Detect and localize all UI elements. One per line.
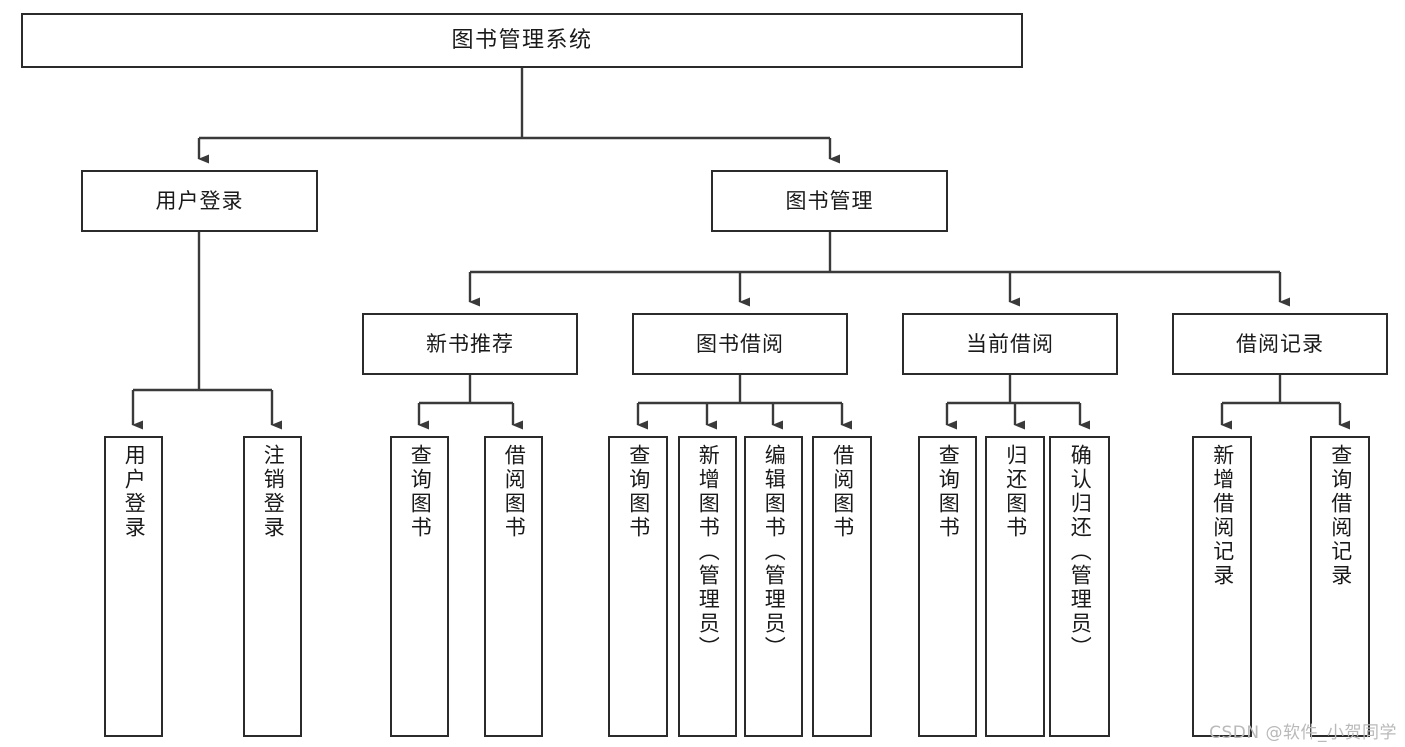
node-label: 新增图书（管理员） bbox=[696, 444, 721, 660]
node-leaf-add-book-admin[interactable]: 新增图书（管理员） bbox=[678, 436, 737, 737]
node-label: 图书借阅 bbox=[696, 331, 784, 356]
node-new-book-recommendation[interactable]: 新书推荐 bbox=[362, 313, 578, 375]
node-leaf-borrow-book-rec[interactable]: 借阅图书 bbox=[484, 436, 543, 737]
node-leaf-query-book-current[interactable]: 查询图书 bbox=[918, 436, 977, 737]
node-borrowing-record[interactable]: 借阅记录 bbox=[1172, 313, 1388, 375]
node-book-management[interactable]: 图书管理 bbox=[711, 170, 948, 232]
node-root-system[interactable]: 图书管理系统 bbox=[21, 13, 1023, 68]
node-label: 查询借阅记录 bbox=[1328, 444, 1353, 588]
node-label: 新书推荐 bbox=[426, 331, 514, 356]
node-leaf-query-book-rec[interactable]: 查询图书 bbox=[390, 436, 449, 737]
node-label: 借阅图书 bbox=[502, 444, 527, 540]
node-label: 确认归还（管理员） bbox=[1068, 444, 1093, 660]
node-leaf-return-book[interactable]: 归还图书 bbox=[985, 436, 1045, 737]
node-leaf-confirm-return-admin[interactable]: 确认归还（管理员） bbox=[1049, 436, 1110, 737]
node-label: 注销登录 bbox=[261, 444, 286, 540]
node-label: 查询图书 bbox=[626, 444, 651, 540]
node-label: 查询图书 bbox=[936, 444, 961, 540]
node-leaf-query-borrow-record[interactable]: 查询借阅记录 bbox=[1310, 436, 1370, 737]
node-current-borrowing[interactable]: 当前借阅 bbox=[902, 313, 1118, 375]
node-label: 用户登录 bbox=[122, 444, 147, 540]
node-leaf-edit-book-admin[interactable]: 编辑图书（管理员） bbox=[744, 436, 803, 737]
node-leaf-user-login[interactable]: 用户登录 bbox=[104, 436, 163, 737]
node-label: 查询图书 bbox=[408, 444, 433, 540]
node-label: 归还图书 bbox=[1003, 444, 1028, 540]
node-label: 图书管理 bbox=[785, 188, 874, 213]
node-label: 用户登录 bbox=[155, 188, 244, 213]
node-label: 当前借阅 bbox=[966, 331, 1054, 356]
node-label: 图书管理系统 bbox=[451, 27, 593, 53]
node-leaf-query-book-borrow[interactable]: 查询图书 bbox=[608, 436, 668, 737]
node-book-borrowing[interactable]: 图书借阅 bbox=[632, 313, 848, 375]
node-label: 新增借阅记录 bbox=[1210, 444, 1235, 588]
node-label: 编辑图书（管理员） bbox=[762, 444, 787, 660]
node-label: 借阅图书 bbox=[830, 444, 855, 540]
node-leaf-borrow-book-borrow[interactable]: 借阅图书 bbox=[812, 436, 872, 737]
node-label: 借阅记录 bbox=[1236, 331, 1324, 356]
node-leaf-add-borrow-record[interactable]: 新增借阅记录 bbox=[1192, 436, 1252, 737]
watermark: CSDN @软件_小贺同学 bbox=[1209, 723, 1397, 743]
node-user-login[interactable]: 用户登录 bbox=[81, 170, 318, 232]
node-leaf-user-logout[interactable]: 注销登录 bbox=[243, 436, 302, 737]
